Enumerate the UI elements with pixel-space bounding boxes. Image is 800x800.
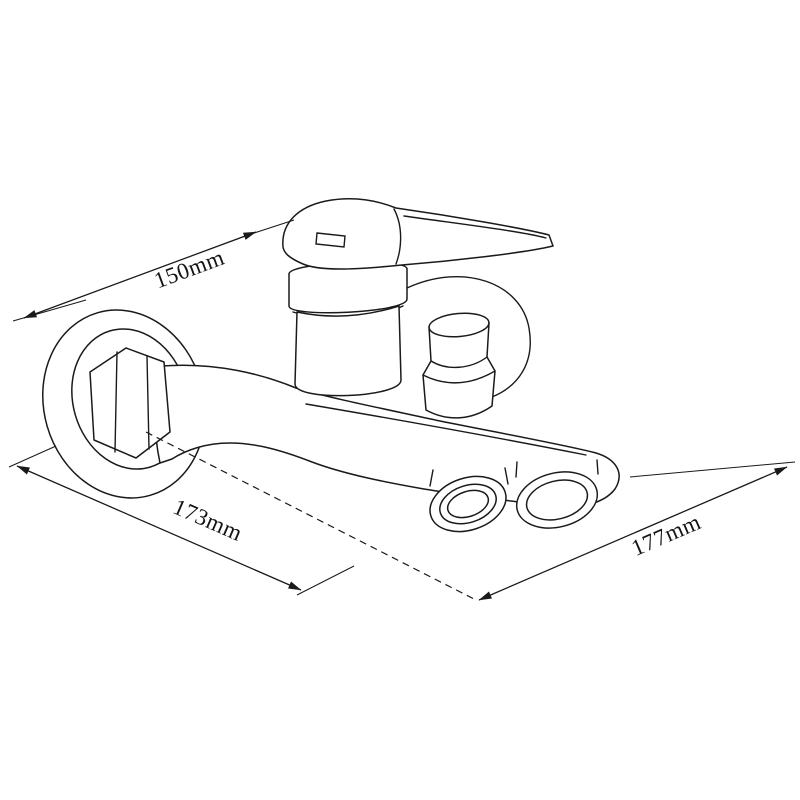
diverter-knob <box>422 312 496 419</box>
tub-outlet-side-left <box>515 461 518 478</box>
nut-facet-line-left <box>114 351 118 453</box>
cartridge-collar <box>288 261 408 314</box>
diverter-waist-line <box>430 356 488 368</box>
dim-label-150mm: 150mm <box>151 245 228 294</box>
hose-outlet-side-left <box>429 469 434 487</box>
mixer-cartridge <box>288 261 408 397</box>
cartridge-cylinder <box>294 305 402 397</box>
tub-outlet-side-right <box>596 459 599 475</box>
handle-lever <box>282 198 554 270</box>
handle-indicator-notch <box>315 232 346 248</box>
ext-line-173-left <box>8 445 57 468</box>
diverter-flare-line <box>422 370 496 384</box>
mounting-nut <box>89 347 171 459</box>
dim-line-173mm <box>16 465 302 591</box>
spout-top-crease <box>305 403 587 456</box>
handle-blade-crease <box>403 215 547 239</box>
nut-body <box>89 347 171 459</box>
dim-label-177mm: 177mm <box>628 509 705 561</box>
dim-line-177mm <box>478 466 788 601</box>
dim-line-150mm <box>23 231 257 319</box>
handle-base-crease <box>393 208 402 265</box>
lever-handle <box>282 198 554 270</box>
ext-line-173-right <box>296 565 355 596</box>
dimension-lines <box>16 231 788 601</box>
rear-housing-curve <box>406 275 531 398</box>
diverter-top-cap <box>428 312 490 338</box>
hidden-centerline-dashed <box>145 431 477 601</box>
